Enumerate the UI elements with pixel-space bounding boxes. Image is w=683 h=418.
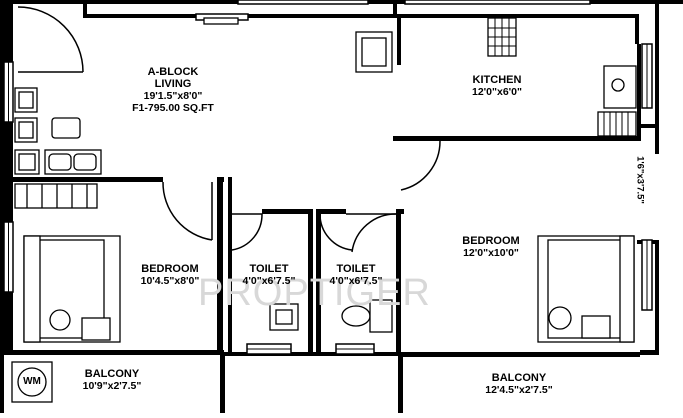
balcony-right-size: 12'4.5"x2'7.5" <box>485 384 553 396</box>
utility-size: 1'6"x3'7.5" <box>634 156 646 204</box>
bedroom-right-size: 12'0"x10'0" <box>463 247 519 259</box>
toilet-right-size: 4'0"x6'7.5" <box>329 275 383 287</box>
living-name: LIVING <box>154 78 192 90</box>
watermark: PROPTIGER <box>198 272 431 314</box>
utility-label: 1'6"x3'7.5" <box>628 140 652 220</box>
washing-machine-label: WM <box>23 376 41 387</box>
kitchen-size: 12'0"x6'0" <box>472 86 522 98</box>
kitchen-name: KITCHEN <box>472 74 522 86</box>
toilet-left-label: TOILET 4'0"x6'7.5" <box>228 263 310 287</box>
bedroom-right-name: BEDROOM <box>462 235 520 247</box>
window-mullions <box>8 44 648 350</box>
furniture <box>11 17 637 403</box>
living-size: 19'1.5"x8'0" <box>143 90 203 102</box>
living-room-label: A-BLOCK LIVING 19'1.5"x8'0" F1-795.00 SQ… <box>118 66 228 114</box>
kitchen-label: KITCHEN 12'0"x6'0" <box>452 74 542 98</box>
bedroom-left-name: BEDROOM <box>141 263 199 275</box>
stove-grid <box>488 18 629 136</box>
balcony-right-name: BALCONY <box>491 372 547 384</box>
bedroom-left-label: BEDROOM 10'4.5"x8'0" <box>126 263 214 287</box>
balcony-left-size: 10'9"x2'7.5" <box>82 380 142 392</box>
balcony-right-label: BALCONY 12'4.5"x2'7.5" <box>464 372 574 396</box>
balcony-left-name: BALCONY <box>84 368 140 380</box>
toilet-right-name: TOILET <box>336 263 376 275</box>
bedroom-right-label: BEDROOM 12'0"x10'0" <box>446 235 536 259</box>
block-name: A-BLOCK <box>147 66 199 78</box>
toilet-left-size: 4'0"x6'7.5" <box>242 275 296 287</box>
bedroom-left-size: 10'4.5"x8'0" <box>140 275 200 287</box>
doors <box>17 6 441 253</box>
flat-area: F1-795.00 SQ.FT <box>132 102 214 114</box>
balcony-left-label: BALCONY 10'9"x2'7.5" <box>62 368 162 392</box>
toilet-right-label: TOILET 4'0"x6'7.5" <box>316 263 396 287</box>
toilet-left-name: TOILET <box>249 263 289 275</box>
